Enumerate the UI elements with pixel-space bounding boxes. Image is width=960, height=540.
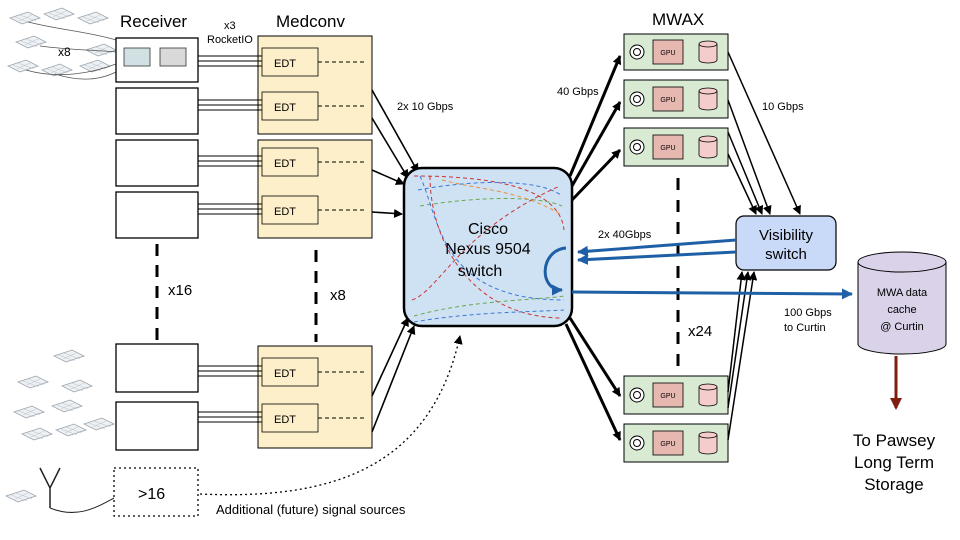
visibility-link-speed: 10 Gbps	[762, 101, 804, 113]
antenna-icon	[39, 467, 119, 513]
receiver-box-1	[115, 37, 199, 83]
mwax-server-5	[623, 423, 729, 463]
receiver-title: Receiver	[120, 12, 187, 31]
curtin-link-destination: to Curtin	[784, 322, 826, 334]
medconv-box-2	[257, 139, 373, 239]
medconv-box-3	[257, 345, 373, 449]
antenna-tiles-top	[7, 7, 117, 80]
edt-dashed-lines	[318, 61, 366, 419]
edt-label-5: EDT	[274, 368, 296, 380]
rocketio-label: RocketIO	[207, 34, 253, 46]
visibility-switch-line1: Visibility	[759, 227, 813, 244]
edt-label-4: EDT	[274, 206, 296, 218]
edt-label-1: EDT	[274, 58, 296, 70]
edt-label-3: EDT	[274, 158, 296, 170]
switch-name-line2: Nexus 9504	[445, 241, 530, 258]
future-sources-link	[199, 335, 463, 496]
future-sources-box	[113, 467, 199, 517]
mwax-server-1	[623, 33, 729, 71]
gpu-label-2: GPU	[660, 97, 675, 104]
curtin-link-speed: 100 Gbps	[784, 307, 832, 319]
mwax-server-4	[623, 375, 729, 415]
antenna-tiles-bottom	[5, 349, 115, 503]
gpu-label-4: GPU	[660, 393, 675, 400]
receiver-count-label: x16	[168, 282, 192, 299]
receiver-box-2	[115, 87, 199, 135]
tile-multiplier-label: x8	[58, 45, 71, 59]
switch-mwax-links	[564, 55, 622, 441]
edt-label-2: EDT	[274, 102, 296, 114]
future-sources-count: >16	[138, 486, 165, 503]
switch-internal-routes	[411, 175, 565, 323]
pawsey-line2: Long Term	[854, 453, 934, 472]
cache-line1: MWA data	[877, 287, 928, 299]
switch-name-line1: Cisco	[468, 221, 508, 238]
switch-name-line3: switch	[458, 263, 502, 280]
visibility-switch	[735, 215, 837, 271]
switch-loopback	[543, 246, 567, 296]
mwax-server-3	[623, 127, 729, 167]
cache-line2: cache	[887, 304, 916, 316]
pawsey-line1: To Pawsey	[853, 431, 936, 450]
gpu-label-5: GPU	[660, 441, 675, 448]
gpu-label-1: GPU	[660, 50, 675, 57]
rocketio-count-label: x3	[224, 20, 236, 32]
medconv-switch-links	[371, 89, 419, 433]
medconv-box-1	[257, 35, 373, 135]
cisco-switch	[402, 166, 574, 328]
medconv-count-label: x8	[330, 287, 346, 304]
medconv-title: Medconv	[276, 12, 345, 31]
future-sources-label: Additional (future) signal sources	[216, 502, 406, 517]
mwax-server-2	[623, 79, 729, 119]
receiver-box-3	[115, 139, 199, 187]
receiver-box-5	[115, 343, 199, 393]
rocketio-links	[198, 55, 262, 423]
gpu-label-3: GPU	[660, 145, 675, 152]
mwa-data-cache	[857, 251, 947, 355]
curtin-link	[571, 288, 853, 300]
receiver-box-6	[115, 401, 199, 451]
medconv-link-speed: 2x 10 Gbps	[397, 101, 454, 113]
mwax-count-label: x24	[688, 323, 712, 340]
mwax-title: MWAX	[652, 10, 704, 29]
cache-line3: @ Curtin	[880, 321, 924, 333]
uplink-speed: 2x 40Gbps	[598, 229, 652, 241]
receiver-box-4	[115, 191, 199, 239]
edt-label-6: EDT	[274, 414, 296, 426]
pawsey-line3: Storage	[864, 475, 924, 494]
mwax-link-speed: 40 Gbps	[557, 86, 599, 98]
visibility-switch-uplinks	[577, 238, 737, 265]
visibility-switch-line2: switch	[765, 246, 807, 263]
